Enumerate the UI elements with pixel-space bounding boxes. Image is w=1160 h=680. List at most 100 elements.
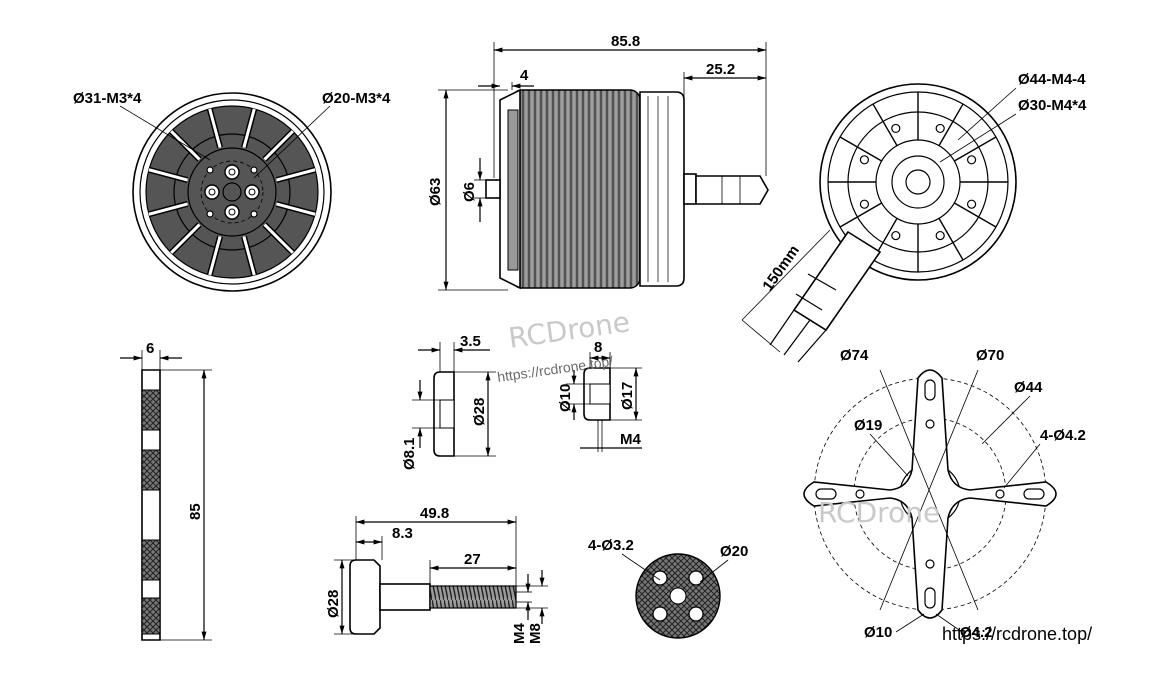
mount-holes: 4-Ø4.2 (1040, 427, 1086, 444)
rear-inner-hole-label: Ø30-M4*4 (1018, 97, 1087, 114)
disc-diameter: Ø20 (720, 543, 748, 560)
mount-hole (925, 419, 935, 429)
mount-hole (855, 489, 865, 499)
prop-adapter: 49.8 8.3 27 Ø28 M4 M8 (325, 505, 548, 644)
rear-outer-hole-label: Ø44-M4-4 (1018, 71, 1086, 88)
rear-mount-holes (859, 123, 977, 241)
adapter-thread-length: 27 (464, 551, 481, 568)
rear-hole (966, 199, 977, 209)
inner-hole-core (248, 188, 256, 196)
mount-slots (815, 379, 1045, 609)
front-spoke-inner (276, 168, 316, 182)
watermark-brand-bottom: RCDrone (818, 496, 940, 529)
rear-spoke (954, 202, 997, 228)
lead-length: 150mm (759, 242, 803, 294)
front-spokes (148, 108, 316, 276)
washer-hole: Ø8.1 (401, 437, 418, 470)
mount-d42: Ø4.2 (960, 624, 993, 641)
disc-hole (688, 606, 704, 622)
front-spoke-inner (263, 223, 294, 254)
disc-hole (688, 570, 704, 586)
mount-slot (1023, 488, 1045, 500)
mount-slot (924, 379, 936, 401)
disc-hole (652, 570, 668, 586)
adapter-head-length: 8.3 (392, 525, 413, 542)
rear-spoke (839, 136, 882, 162)
rear-hole (891, 123, 901, 134)
knurled-disc: 4-Ø3.2 Ø20 (588, 537, 748, 639)
mount-slot (815, 488, 837, 500)
disc-hole (652, 606, 668, 622)
motor-leads (769, 230, 882, 363)
mount-d10: Ø10 (864, 624, 892, 641)
washer: 3.5 Ø28 Ø8.1 (401, 333, 496, 470)
mount-d74: Ø74 (840, 347, 869, 364)
inner-hole-core (228, 208, 236, 216)
outer-hole (206, 166, 214, 174)
mount-hole (995, 489, 1005, 499)
rear-spokes (828, 92, 1008, 272)
rear-view: 150mm Ø44-M4-4 Ø30-M4*4 (741, 71, 1087, 363)
rear-spoke (938, 218, 964, 261)
outer-hole (206, 210, 214, 218)
plate-length: 85 (187, 503, 204, 520)
plate-profile: 6 85 (120, 340, 212, 641)
rear-spoke (954, 136, 997, 162)
adapter-thread-m8: M8 (527, 623, 544, 644)
watermarks: RCDrone https://rcdrone.top/ RCDrone htt… (496, 305, 1092, 644)
adapter-thread-m4: M4 (511, 623, 528, 644)
nut-outer-diameter: Ø17 (619, 382, 636, 410)
rear-hole (935, 230, 945, 241)
front-spoke-inner (170, 223, 201, 254)
nut-length: 8 (594, 339, 602, 356)
rear-spoke (938, 103, 964, 146)
rotor-bell (511, 89, 641, 289)
adapter-head-diameter: Ø28 (325, 590, 342, 618)
side-total-length: 85.8 (611, 33, 640, 50)
front-mount-holes (204, 164, 260, 220)
watermark-url-bottom: https://rcdrone.top/ (942, 624, 1092, 644)
mount-hole (925, 559, 935, 569)
mount-d44: Ø44 (1014, 379, 1043, 396)
nut: 8 Ø17 Ø10 M4 (557, 339, 642, 452)
front-spoke-inner (148, 168, 188, 182)
front-spoke-inner (148, 202, 188, 216)
front-view: Ø31-M3*4 Ø20-M3*4 (73, 90, 391, 292)
side-shaft-diameter: Ø6 (461, 182, 478, 202)
rear-hole (859, 199, 870, 209)
side-view: 85.8 25.2 4 Ø63 Ø6 (427, 33, 769, 291)
x-mount: Ø74 Ø70 Ø44 4-Ø4.2 Ø19 Ø10 Ø4.2 (803, 347, 1086, 641)
disc-hole-label: 4-Ø3.2 (588, 537, 634, 554)
disc-holes (652, 570, 704, 622)
side-flange-thickness: 4 (520, 67, 529, 84)
mount-d70: Ø70 (976, 347, 1004, 364)
outer-hole (250, 210, 258, 218)
washer-diameter: Ø28 (471, 398, 488, 426)
front-spoke-inner (242, 108, 256, 148)
front-spoke-inner (263, 130, 294, 161)
rear-spoke (839, 202, 882, 228)
inner-hole-core (208, 188, 216, 196)
rear-spoke (872, 103, 898, 146)
mount-d19: Ø19 (854, 417, 882, 434)
rear-hole (966, 155, 977, 165)
mount-slot (924, 587, 936, 609)
rear-hole (891, 230, 901, 241)
rear-shaft (695, 175, 769, 205)
front-outer-hole-label: Ø31-M3*4 (73, 90, 142, 107)
inner-hole-core (228, 168, 236, 176)
front-spoke-inner (276, 202, 316, 216)
front-shaft (485, 179, 501, 199)
adapter-total-length: 49.8 (420, 505, 449, 522)
front-spoke-inner (242, 236, 256, 276)
nut-thread: M4 (620, 431, 641, 448)
side-diameter: Ø63 (427, 178, 444, 206)
washer-thickness: 3.5 (460, 333, 481, 350)
front-inner-hole-label: Ø20-M3*4 (322, 90, 391, 107)
front-spoke-inner (208, 108, 222, 148)
nut-inner-diameter: Ø10 (557, 384, 574, 412)
watermark-brand-top: RCDrone (506, 305, 632, 355)
rear-hole (935, 123, 945, 134)
front-spoke-inner (208, 236, 222, 276)
